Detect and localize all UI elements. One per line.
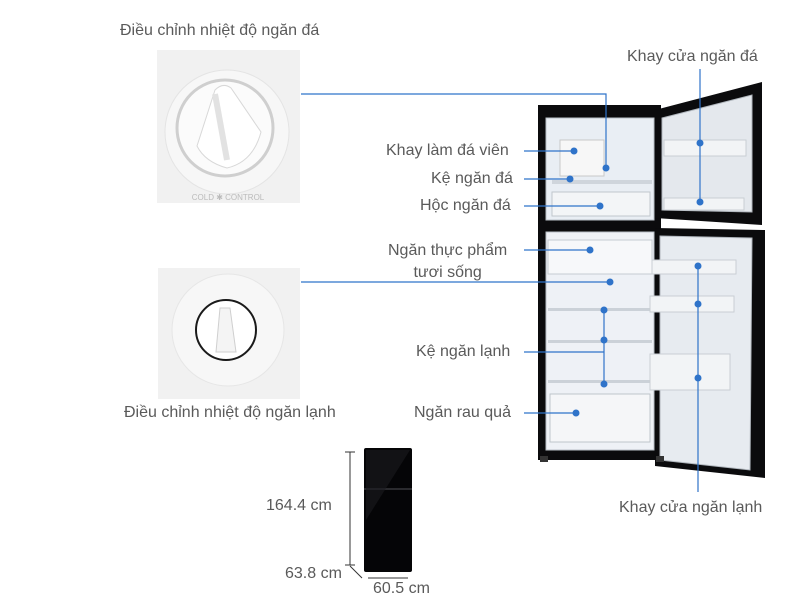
label-freezer-box: Hộc ngăn đá — [420, 197, 511, 214]
freezer-dial-image: COLD ✱ CONTROL — [157, 50, 300, 203]
dimension-height: 164.4 cm — [266, 497, 332, 514]
label-ice-tray: Khay làm đá viên — [386, 142, 509, 159]
fridge-dial-graphic — [171, 273, 285, 387]
label-freezer-door-tray: Khay cửa ngăn đá — [627, 48, 758, 65]
label-fresh-food: Ngăn thực phẩm tươi sống — [388, 240, 507, 284]
label-fresh-food-line1: Ngăn thực phẩm — [388, 242, 508, 259]
label-veg-drawer: Ngăn rau quả — [414, 404, 511, 421]
label-fridge-shelf: Kệ ngăn lạnh — [416, 343, 511, 360]
label-fresh-food-line2: tươi sống — [413, 264, 482, 281]
freezer-dial-graphic: COLD ✱ CONTROL — [164, 69, 290, 202]
label-freezer-shelf: Kệ ngăn đá — [431, 170, 513, 187]
label-fridge-door-tray: Khay cửa ngăn lạnh — [619, 499, 763, 516]
label-fridge-temp-control: Điều chỉnh nhiệt độ ngăn lạnh — [124, 404, 336, 421]
dimension-depth: 63.8 cm — [285, 565, 342, 582]
pointer-freezer-temp — [301, 93, 607, 168]
dimension-width: 60.5 cm — [373, 580, 430, 597]
fridge-dial-image — [158, 268, 300, 399]
label-freezer-temp-control: Điều chỉnh nhiệt độ ngăn đá — [120, 22, 320, 39]
freezer-dial-text: COLD ✱ CONTROL — [192, 193, 265, 202]
